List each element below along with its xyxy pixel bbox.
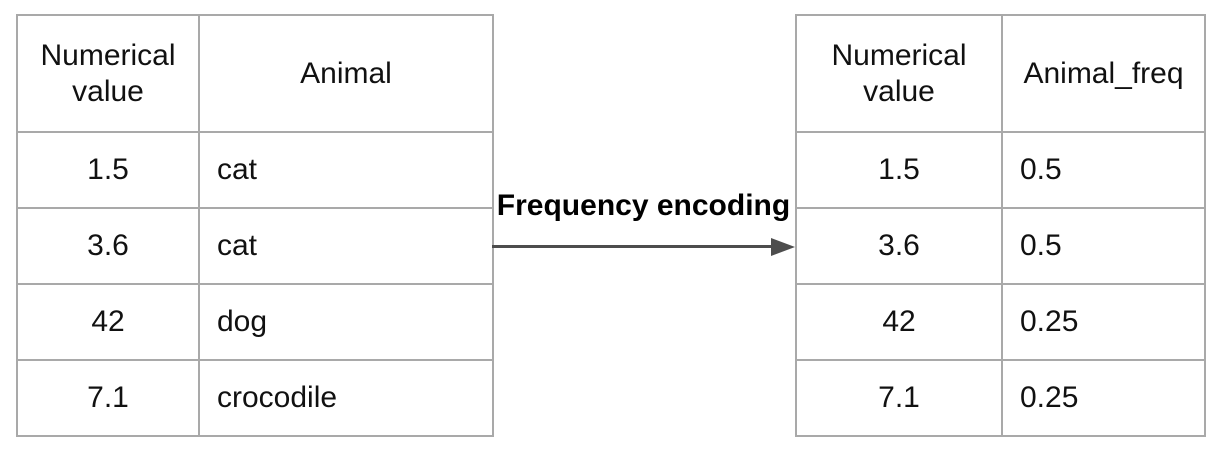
table-cell: 42 [797, 283, 1003, 359]
input-table-header-numerical-value: Numerical value [18, 16, 200, 131]
table-cell: 1.5 [797, 131, 1003, 207]
table-cell: 0.25 [1003, 283, 1204, 359]
table-cell: 7.1 [18, 359, 200, 435]
output-table-header-numerical-value: Numerical value [797, 16, 1003, 131]
table-cell: cat [200, 207, 492, 283]
right-arrow-icon [492, 245, 773, 248]
output-table: Numerical value Animal_freq 1.5 0.5 3.6 … [795, 14, 1206, 437]
table-cell: 7.1 [797, 359, 1003, 435]
table-cell: cat [200, 131, 492, 207]
table-cell: 0.5 [1003, 131, 1204, 207]
table-cell: 0.25 [1003, 359, 1204, 435]
input-table: Numerical value Animal 1.5 cat 3.6 cat 4… [16, 14, 494, 437]
table-cell: 42 [18, 283, 200, 359]
table-cell: 1.5 [18, 131, 200, 207]
table-cell: crocodile [200, 359, 492, 435]
table-cell: dog [200, 283, 492, 359]
table-cell: 0.5 [1003, 207, 1204, 283]
input-table-header-animal: Animal [200, 16, 492, 131]
output-table-header-animal-freq: Animal_freq [1003, 16, 1204, 131]
frequency-encoding-label: Frequency encoding [496, 189, 791, 222]
table-cell: 3.6 [18, 207, 200, 283]
table-cell: 3.6 [797, 207, 1003, 283]
right-arrow-head-icon [771, 238, 795, 256]
